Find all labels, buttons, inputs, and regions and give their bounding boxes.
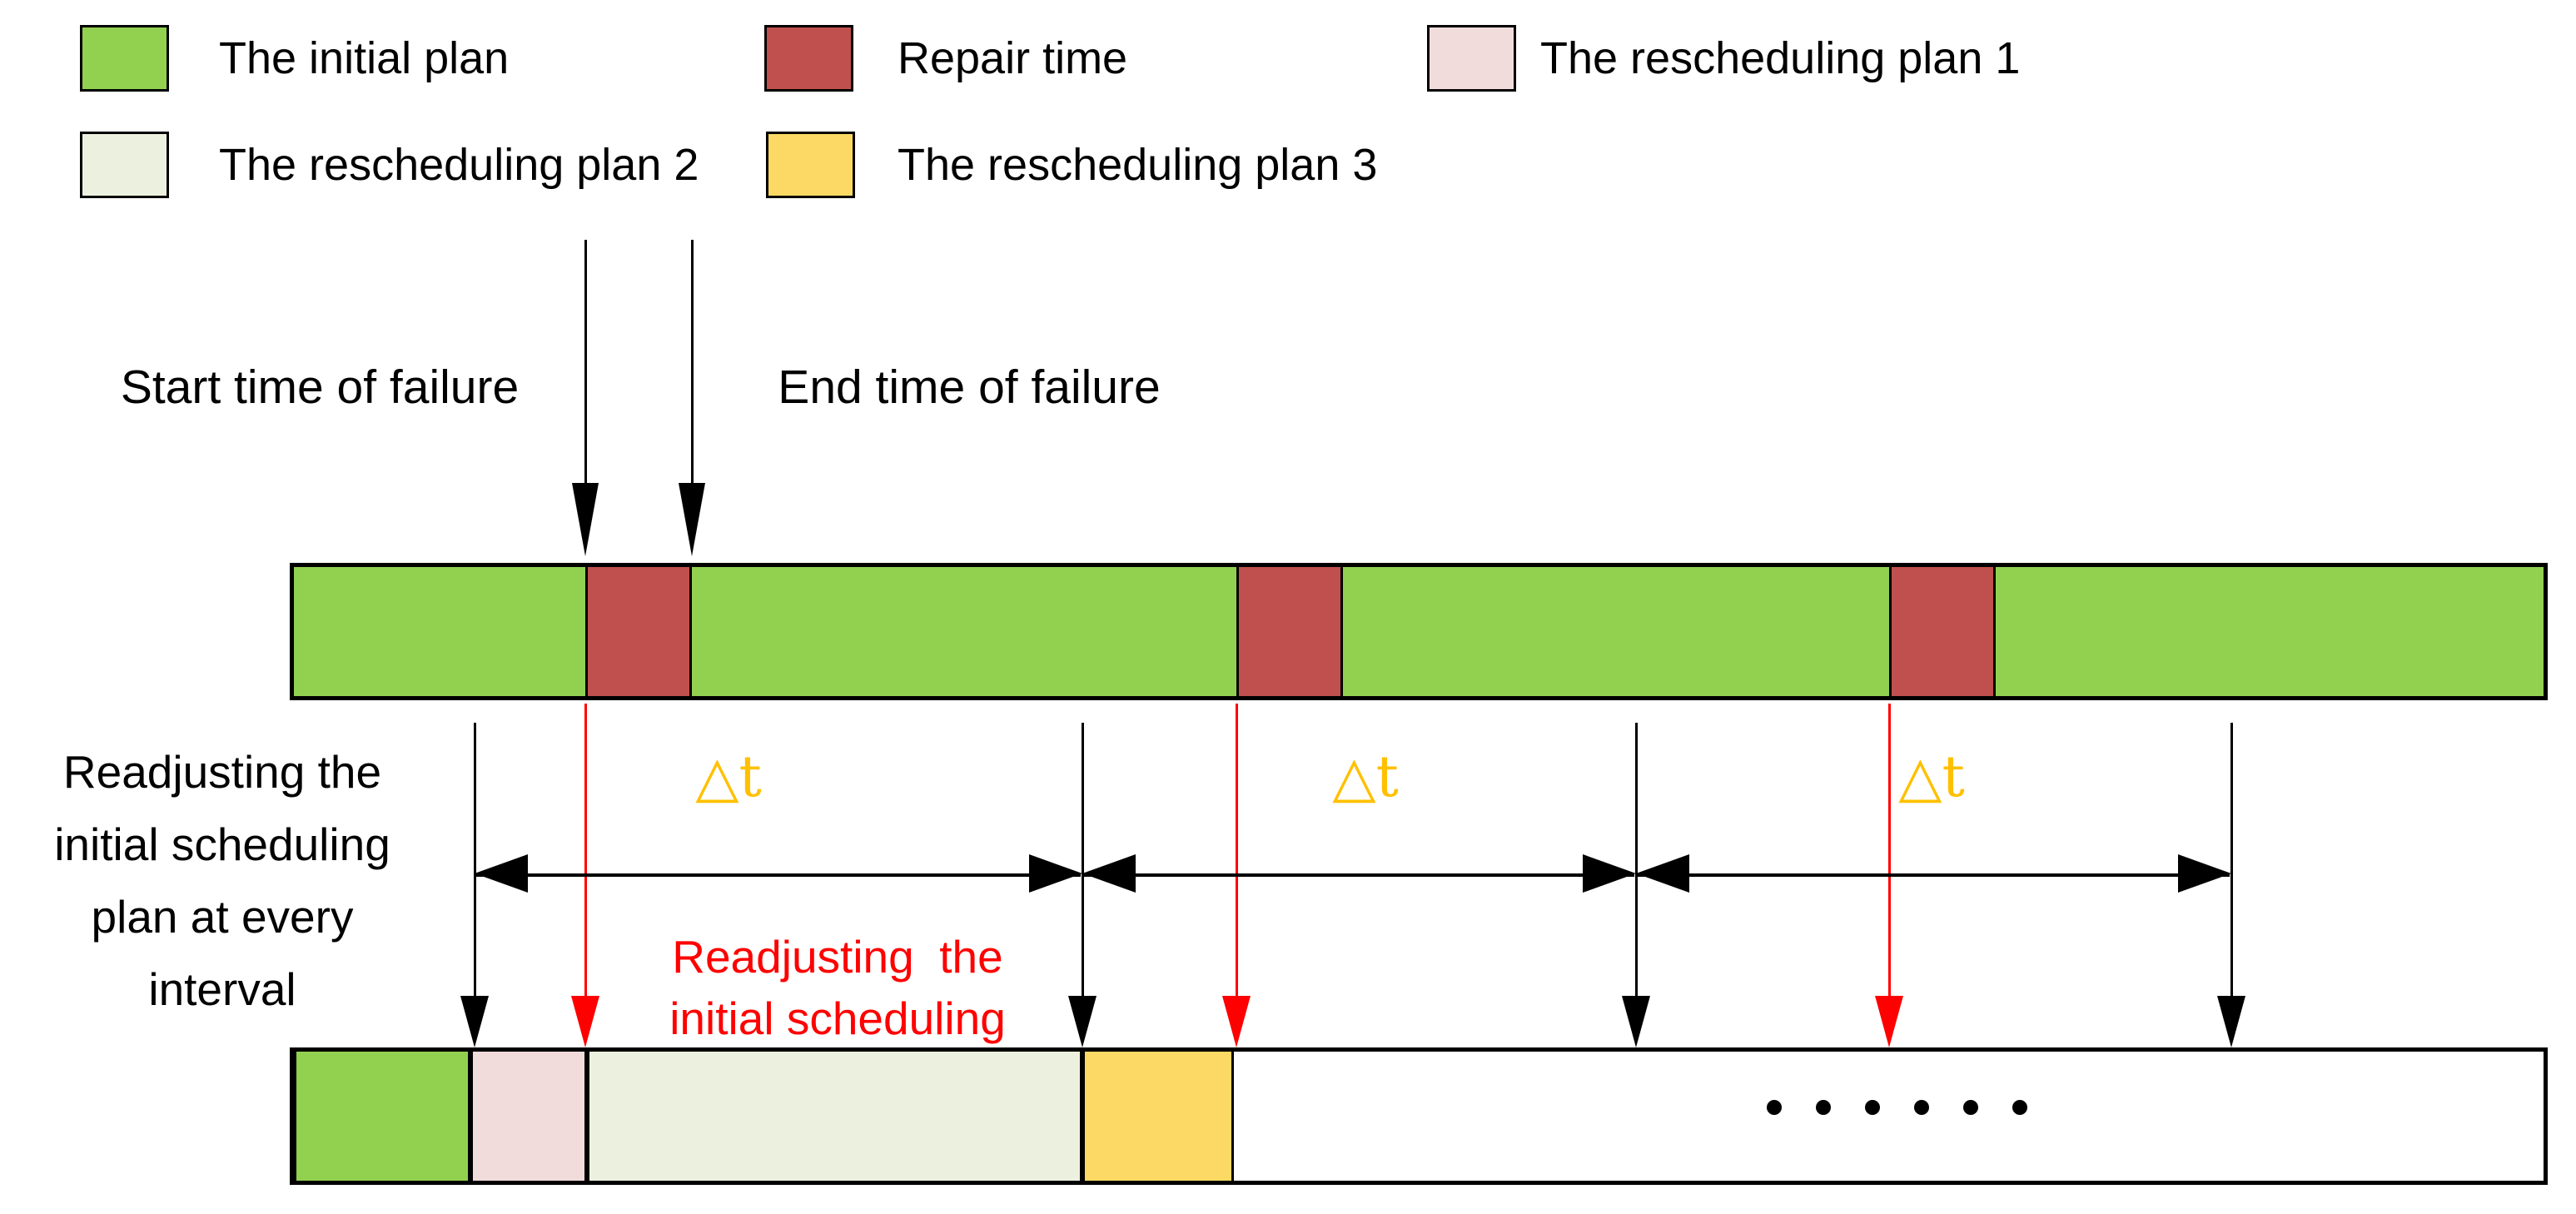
segment-initial-plan	[294, 1052, 470, 1181]
dimension-left-arrow-icon	[475, 854, 528, 893]
interval-arrow-line	[2230, 723, 2233, 998]
immediate-arrow-head-icon	[571, 996, 599, 1047]
interval-arrow-head-icon	[1622, 996, 1650, 1047]
rescheduling-plan-2-swatch	[80, 132, 169, 198]
rescheduling-plan-2-label: The rescheduling plan 2	[219, 140, 699, 190]
interval-readjust-note-line: interval	[148, 963, 296, 1015]
dimension-left-arrow-icon	[1636, 854, 1689, 893]
interval-readjust-note-line: plan at every	[91, 891, 354, 943]
ellipsis-dot-icon	[1963, 1100, 1978, 1115]
immediate-arrow-line	[1236, 704, 1238, 998]
segment-rescheduling-plan-3	[1082, 1052, 1234, 1181]
interval-delta-t-label: △t	[1898, 744, 1965, 810]
dimension-right-arrow-icon	[1583, 854, 1636, 893]
interval-delta-t-label: △t	[695, 744, 762, 810]
failure-start-arrow-head-icon	[572, 483, 599, 556]
repair-time-segment	[1236, 567, 1343, 696]
ellipsis-dot-icon	[2012, 1100, 2027, 1115]
interval-dimension-line	[1084, 873, 1634, 877]
repair-time-segment	[585, 567, 692, 696]
rescheduled-plan-bar	[290, 1047, 2548, 1185]
interval-dimension-line	[1638, 873, 2230, 877]
failure-end-arrow-head-icon	[679, 483, 705, 556]
start-time-of-failure-label: Start time of failure	[120, 361, 520, 414]
repair-time-swatch	[764, 25, 853, 92]
repair-time-label: Repair time	[898, 33, 1128, 83]
dimension-left-arrow-icon	[1082, 854, 1136, 893]
interval-arrow-head-icon	[1068, 996, 1097, 1047]
immediate-readjust-note-line: initial scheduling	[669, 993, 1006, 1044]
ellipsis-dot-icon	[1914, 1100, 1929, 1115]
dimension-right-arrow-icon	[2178, 854, 2231, 893]
immediate-arrow-line	[1888, 704, 1891, 998]
segment-rescheduling-plan-1	[470, 1052, 587, 1181]
ellipsis-dot-icon	[1767, 1100, 1782, 1115]
initial-plan-bar	[290, 563, 2548, 700]
ellipsis-dot-icon	[1865, 1100, 1880, 1115]
failure-start-arrow-line	[584, 240, 587, 485]
interval-readjust-note-line: initial scheduling	[54, 818, 390, 870]
rescheduling-plan-1-label: The rescheduling plan 1	[1540, 33, 2021, 83]
repair-time-segment	[1889, 567, 1996, 696]
immediate-arrow-head-icon	[1222, 996, 1251, 1047]
interval-arrow-head-icon	[2217, 996, 2245, 1047]
failure-end-arrow-line	[691, 240, 694, 485]
interval-readjust-note-line: Readjusting the	[62, 746, 382, 798]
interval-arrow-head-icon	[460, 996, 489, 1047]
ellipsis-dots	[1767, 1100, 2027, 1115]
rescheduling-plan-3-swatch	[766, 132, 855, 198]
rescheduling-plan-3-label: The rescheduling plan 3	[898, 140, 1378, 190]
end-time-of-failure-label: End time of failure	[778, 361, 1161, 414]
interval-dimension-line	[476, 873, 1081, 877]
initial-plan-label: The initial plan	[219, 33, 510, 83]
dimension-right-arrow-icon	[1029, 854, 1082, 893]
immediate-readjust-note-line: Readjusting the	[672, 931, 1003, 983]
rescheduling-plan-1-swatch	[1427, 25, 1516, 92]
initial-plan-swatch	[80, 25, 169, 92]
ellipsis-dot-icon	[1816, 1100, 1831, 1115]
immediate-arrow-head-icon	[1875, 996, 1903, 1047]
segment-rescheduling-plan-2	[587, 1052, 1082, 1181]
interval-readjust-note: Readjusting the initial scheduling plan at…	[0, 736, 445, 1026]
interval-delta-t-label: △t	[1332, 744, 1399, 810]
immediate-arrow-line	[584, 704, 587, 998]
